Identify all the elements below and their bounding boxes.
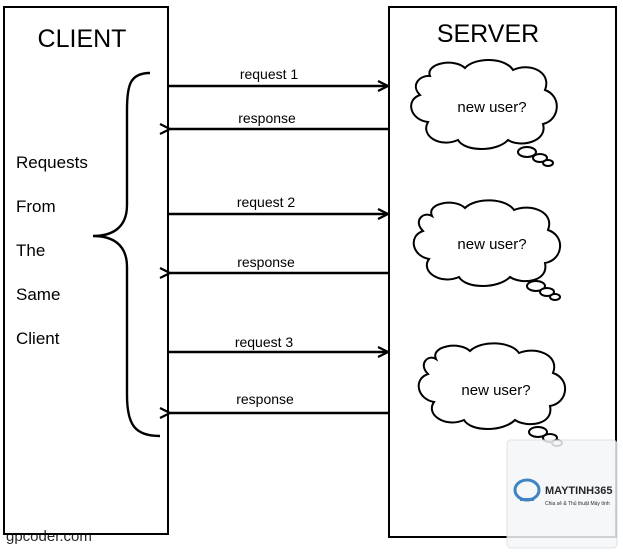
server-title: SERVER (437, 20, 539, 48)
exchange-2: request 2 response (168, 194, 389, 273)
response-label-3: response (236, 391, 294, 407)
client-box (3, 6, 169, 535)
client-title: CLIENT (38, 25, 127, 53)
bracket-line-client: Client (16, 329, 60, 348)
cloud-label-3: new user? (461, 382, 530, 399)
cloud-label-1: new user? (457, 99, 526, 116)
thought-cloud-2: new user? (412, 199, 561, 301)
bracket-line-same: Same (16, 285, 60, 304)
bracket-line-requests: Requests (16, 153, 88, 172)
bracket-line-the: The (16, 241, 45, 260)
thought-cloud-3: new user? (417, 342, 566, 447)
bracket-line-from: From (16, 197, 56, 216)
exchange-3: request 3 response (168, 334, 389, 413)
request-label-3: request 3 (235, 334, 294, 350)
response-label-2: response (237, 254, 295, 270)
site-watermark: gpcoder.com (6, 528, 92, 545)
logo-watermark: MAYTINH365 Chia sẻ & Thủ thuật Máy tính (506, 439, 618, 549)
bracket-text: Requests From The Same Client (16, 153, 88, 348)
cloud-label-2: new user? (457, 236, 526, 253)
request-label-2: request 2 (237, 194, 296, 210)
response-label-1: response (238, 110, 296, 126)
curly-brace (92, 71, 161, 438)
exchange-1: request 1 response (168, 66, 389, 129)
logo-text: MAYTINH365 (545, 485, 612, 497)
request-label-1: request 1 (240, 66, 299, 82)
logo-tagline: Chia sẻ & Thủ thuật Máy tính (545, 500, 610, 507)
thought-cloud-1: new user? (410, 59, 558, 167)
